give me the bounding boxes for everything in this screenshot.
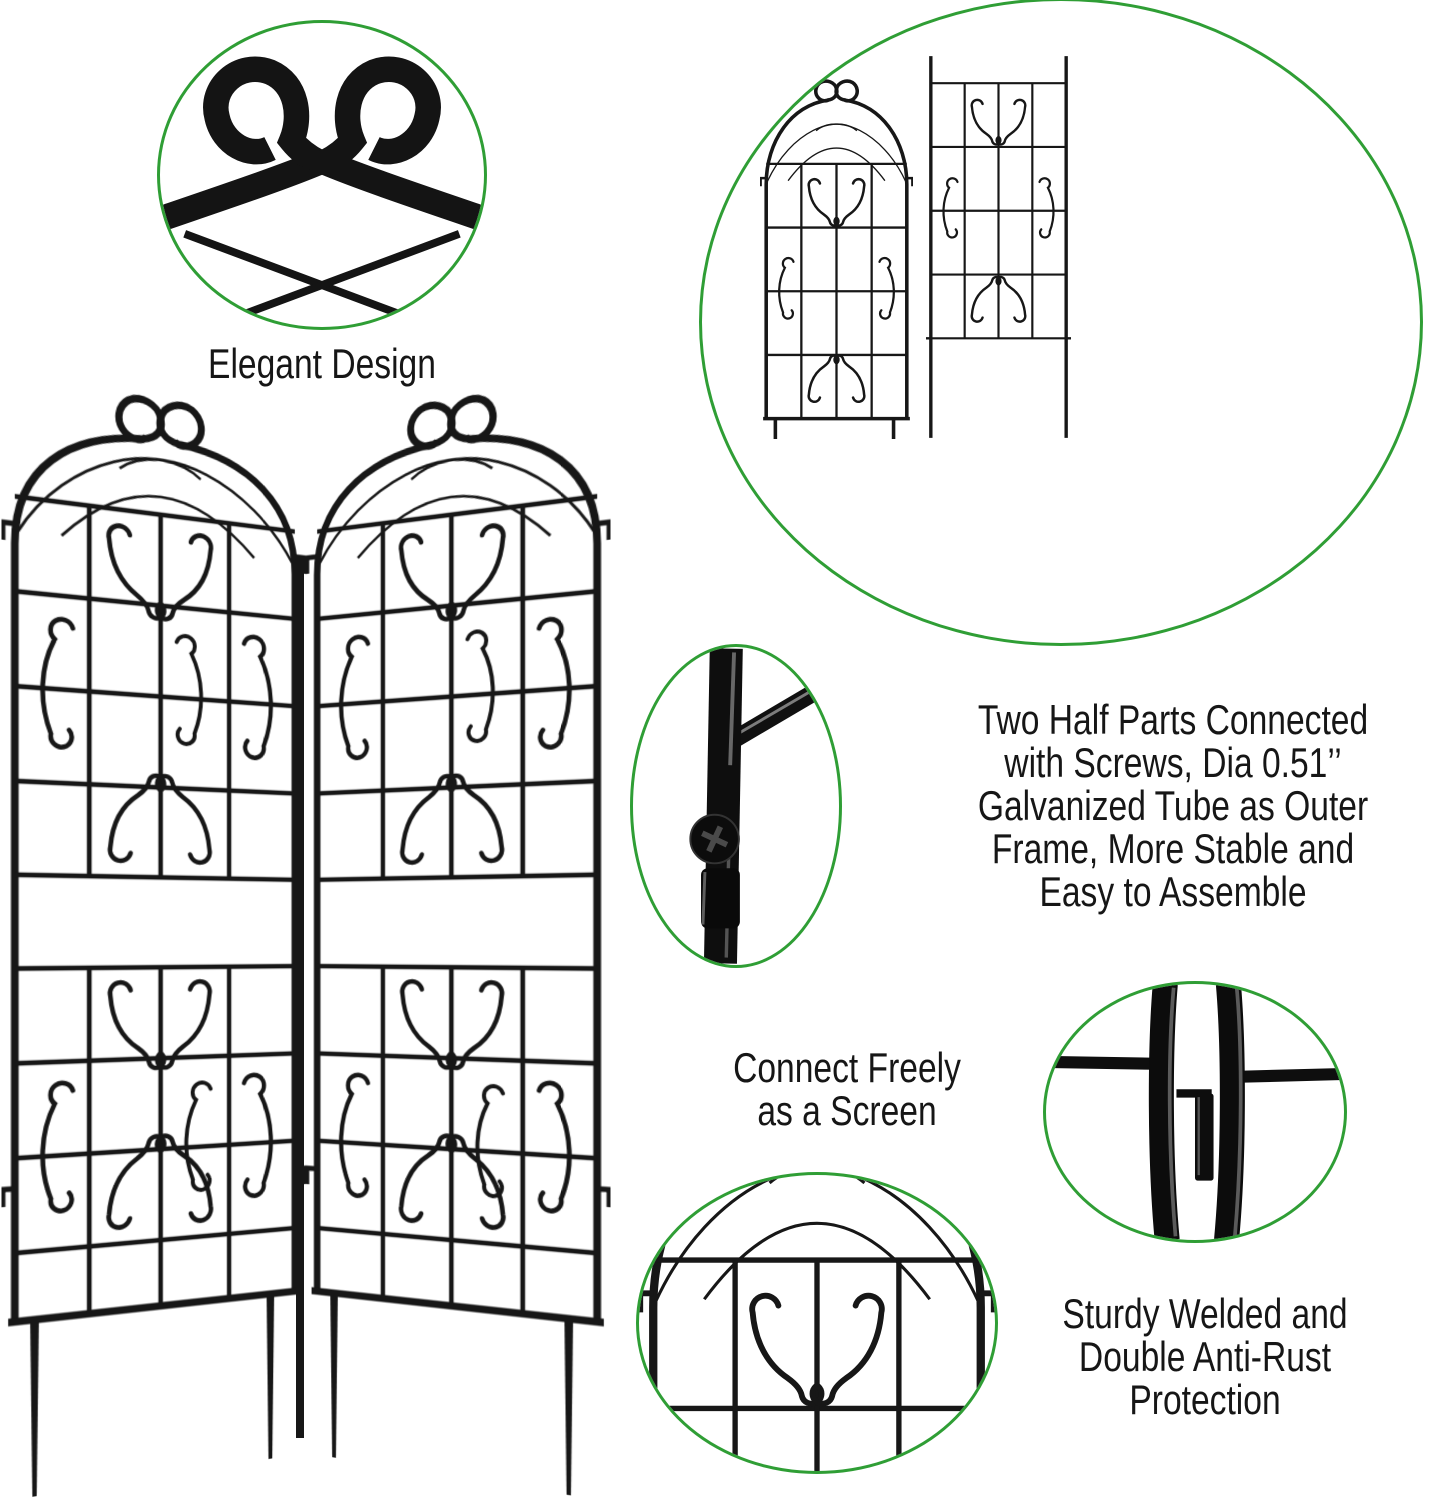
half-panels-callout — [699, 0, 1423, 646]
screw-connection-image — [689, 648, 839, 964]
hook-connection-callout — [1043, 981, 1347, 1243]
screw-connection-callout — [630, 644, 842, 968]
elegant-design-label: Elegant Design — [208, 340, 436, 387]
elegant-design-callout — [157, 20, 487, 330]
hook-connection-image — [1046, 984, 1344, 1240]
rust-feature-text: Sturdy Welded and Double Anti-Rust Prote… — [1062, 1290, 1348, 1423]
screw-feature-text: Two Half Parts Connected with Screws, Di… — [977, 696, 1369, 915]
arch-detail-image — [639, 1175, 995, 1471]
scroll-finial-closeup-image — [160, 56, 484, 323]
trellis-screen-image — [0, 408, 620, 1500]
rect-half-trellis-image — [926, 56, 1071, 438]
hinge-rod — [296, 558, 304, 1438]
arch-detail-callout — [636, 1172, 998, 1474]
connect-freely-text: Connect Freely as a Screen — [733, 1044, 961, 1134]
arched-half-trellis-image — [760, 62, 913, 439]
